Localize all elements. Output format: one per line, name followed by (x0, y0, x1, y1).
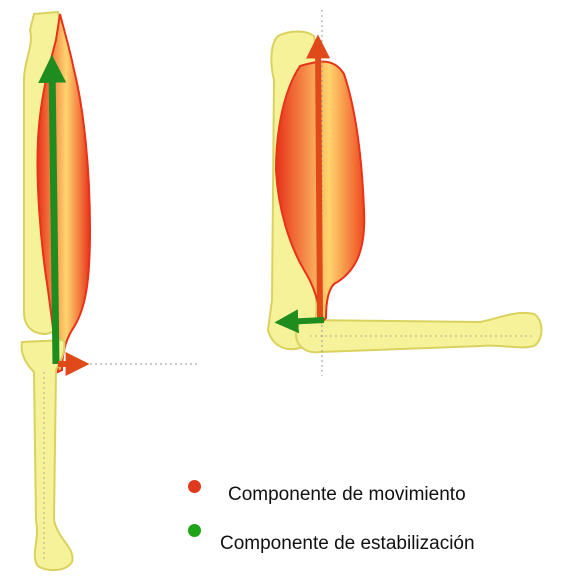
movement-legend-label: Componente de movimiento (228, 484, 466, 506)
forearm-bone-right (296, 313, 542, 352)
movement-vector-right (318, 44, 320, 320)
flexed-arm-figure (268, 10, 542, 376)
stabilization-legend-dot (188, 524, 201, 537)
forearm-bone-left (22, 340, 73, 570)
stabilization-vector-left (52, 66, 56, 364)
extended-arm-figure (22, 12, 198, 570)
stabilization-legend-label: Componente de estabilización (220, 533, 475, 555)
stabilization-vector-right (284, 320, 324, 322)
movement-legend-dot (188, 480, 201, 493)
